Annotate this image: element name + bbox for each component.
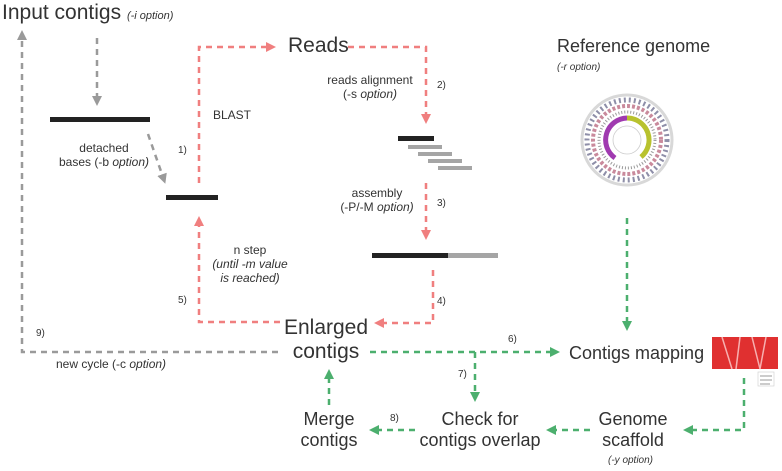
merge-line-2: contigs [300, 429, 358, 450]
reference-genome-option: (-r option) [557, 62, 601, 73]
reference-genome-label: Reference genome [557, 36, 711, 56]
node-reference-genome: Reference genome [557, 36, 710, 57]
input-contig-bar [50, 117, 150, 122]
detached-bases-bar [166, 195, 218, 200]
node-enlarged-contigs: Enlarged contigs [279, 316, 373, 364]
genome-scaffold-line-1: Genome [598, 409, 668, 429]
nstep-line-3: is reached) [220, 270, 280, 285]
contigs-mapping-label: Contigs mapping [569, 343, 705, 363]
check-line-2: contigs overlap [419, 429, 541, 450]
arrow-reads-alignment [348, 45, 431, 124]
detached-text: bases (-b [58, 154, 113, 169]
genome-scaffold-option: (-y option) [608, 455, 654, 466]
detached-line-2: bases (-b option) [54, 154, 154, 170]
detached-line-1: detached [79, 141, 129, 155]
node-input-contigs: Input contigs (-i option) [2, 1, 173, 25]
aligned-reads [398, 136, 472, 170]
step-4: 4) [437, 296, 446, 307]
check-line-1: Check for [441, 409, 519, 429]
enlarged-line-1: Enlarged [283, 316, 369, 339]
arrow-blast [197, 42, 276, 183]
arrow-to-enlarged [374, 270, 435, 328]
step-5: 5) [178, 295, 187, 306]
assembly-line-1: assembly [351, 186, 403, 200]
label-n-step: n step (until -m value is reached) [200, 243, 300, 285]
arrow-n-step [194, 216, 280, 324]
label-new-cycle: new cycle (-c option) [56, 357, 167, 372]
arrow-new-cycle [17, 30, 278, 354]
step-7: 7) [458, 369, 467, 380]
assembly-option: option) [376, 199, 414, 214]
arrow-mapping-to-scaffold [683, 378, 746, 435]
extended-contig-bar [372, 253, 498, 258]
node-check-overlap: Check for contigs overlap [412, 409, 548, 450]
nstep-line-2: (until -m value [212, 256, 288, 271]
label-detached-bases: detached bases (-b option) [54, 141, 154, 170]
reads-alignment-line-2: (-s option) [318, 86, 422, 102]
input-contigs-option: (-i option) [126, 10, 174, 22]
step-3: 3) [437, 198, 446, 209]
step-6: 6) [508, 334, 517, 345]
node-reads: Reads [288, 34, 349, 58]
new-cycle-text: new cycle (-c [56, 357, 130, 371]
enlarged-line-2: contigs [292, 340, 360, 364]
contigs-mapping-icon [712, 336, 778, 387]
step-9: 9) [36, 328, 45, 339]
node-contigs-mapping: Contigs mapping [569, 343, 704, 364]
reads-alignment-line-1: reads alignment [327, 73, 413, 87]
arrow-bar-to-detached [146, 133, 167, 184]
reads-alignment-text: (-s [342, 86, 361, 101]
label-assembly: assembly (-P/-M option) [330, 186, 424, 215]
nstep-line-1: n step [233, 243, 267, 257]
reference-genome-circle-icon [580, 93, 674, 187]
label-blast: BLAST [213, 108, 252, 122]
assembly-text: (-P/-M [340, 199, 377, 214]
node-merge-contigs: Merge contigs [287, 409, 371, 450]
step-1: 1) [178, 145, 187, 156]
new-cycle-option: option) [129, 357, 167, 371]
detached-option: option) [112, 154, 150, 169]
input-contigs-label: Input contigs [2, 1, 122, 24]
node-genome-scaffold: Genome scaffold [590, 409, 676, 450]
step-2: 2) [437, 80, 446, 91]
genome-scaffold-line-2: scaffold [602, 429, 664, 450]
reads-label: Reads [288, 34, 349, 57]
merge-line-1: Merge [303, 409, 355, 429]
label-reads-alignment: reads alignment (-s option) [318, 73, 422, 102]
assembly-line-2: (-P/-M option) [330, 199, 424, 215]
step-8: 8) [390, 413, 399, 424]
reads-alignment-option: option) [360, 86, 398, 101]
